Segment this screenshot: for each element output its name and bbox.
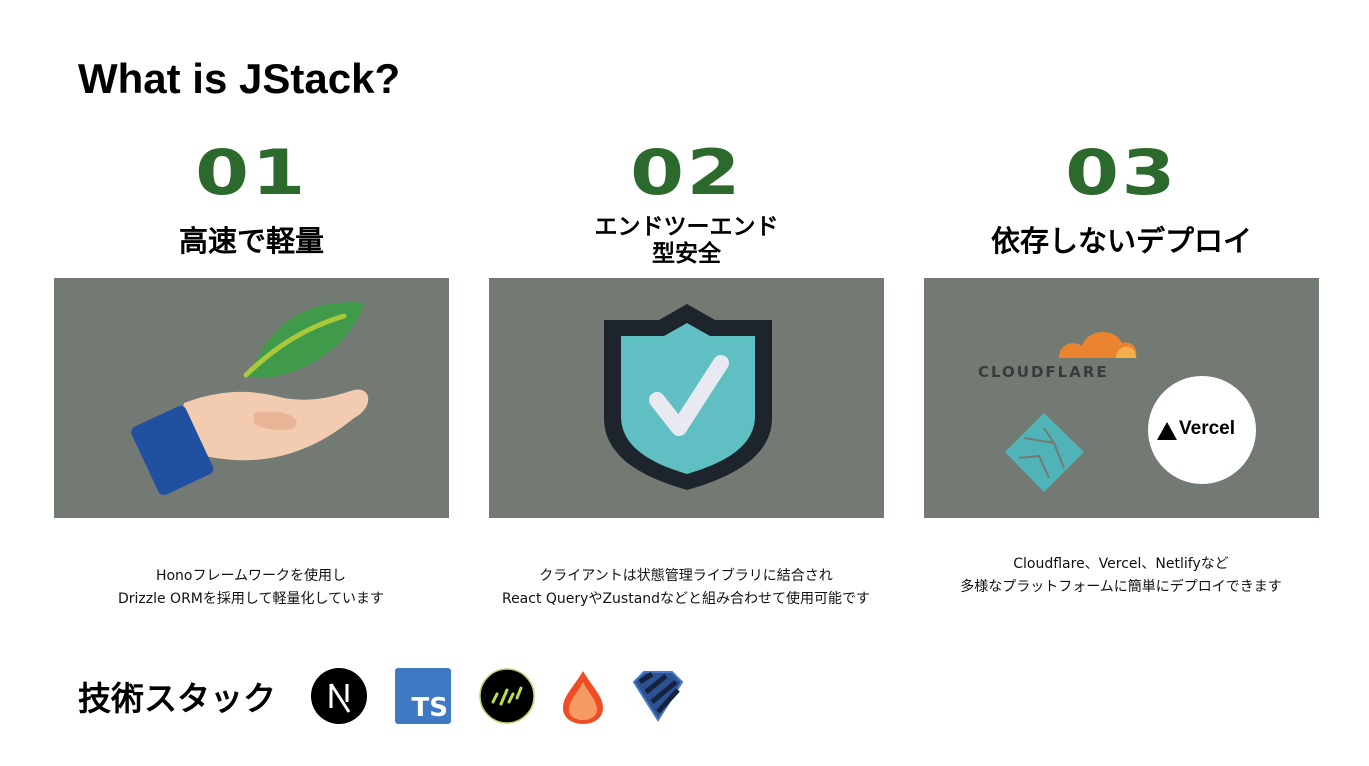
feature-number: 01 — [195, 136, 308, 209]
feature-2-description: クライアントは状態管理ライブラリに結合され React QueryやZustan… — [476, 565, 896, 611]
vercel-logo — [1148, 376, 1256, 484]
vercel-wordmark: Vercel — [1179, 418, 1235, 439]
feature-heading: 依存しないデプロイ — [990, 224, 1252, 258]
feature-number: 02 — [630, 136, 743, 209]
cloudflare-logo — [1059, 331, 1137, 358]
feature-1: 01 高速で軽量 — [54, 140, 449, 518]
feature-3: 03 依存しないデプロイ CLOUDFLARE Vercel — [924, 140, 1319, 518]
hand-leaf-illustration — [54, 278, 449, 518]
desc-line: 多様なプラットフォームに簡単にデプロイできます — [960, 579, 1282, 595]
feature-2: 02 エンドツーエンド型安全 — [489, 140, 884, 518]
hono-flame-icon — [555, 668, 611, 724]
desc-line: React QueryやZustandなどと組み合わせて使用可能です — [501, 591, 871, 607]
drizzle-icon — [630, 668, 686, 724]
netlify-icon — [1005, 413, 1084, 492]
feature-1-description: Honoフレームワークを使用し Drizzle ORMを採用して軽量化しています — [41, 565, 461, 611]
feature-heading: 高速で軽量 — [178, 224, 324, 258]
desc-line: Cloudflare、Vercel、Netlifyなど — [1013, 556, 1229, 572]
typescript-icon: TS — [395, 668, 451, 724]
heading-line: 型安全 — [652, 241, 721, 267]
desc-line: Drizzle ORMを採用して軽量化しています — [117, 591, 385, 607]
page-title: What is JStack? — [78, 55, 401, 102]
shield-check-illustration — [489, 278, 884, 518]
heading-line: エンドツーエンド — [594, 214, 779, 240]
feature-number: 03 — [1065, 136, 1178, 209]
deploy-platforms-panel: CLOUDFLARE Vercel — [924, 278, 1319, 518]
feature-3-description: Cloudflare、Vercel、Netlifyなど 多様なプラットフォームに… — [911, 553, 1331, 599]
cloudflare-wordmark: CLOUDFLARE — [978, 363, 1109, 381]
desc-line: クライアントは状態管理ライブラリに結合され — [539, 568, 833, 584]
tech-stack-label: 技術スタック — [78, 679, 276, 718]
nextjs-icon — [311, 668, 367, 724]
hono-icon — [479, 668, 535, 724]
ts-text: TS — [411, 693, 448, 723]
desc-line: Honoフレームワークを使用し — [155, 568, 347, 584]
feature-heading: エンドツーエンド型安全 — [489, 206, 884, 276]
